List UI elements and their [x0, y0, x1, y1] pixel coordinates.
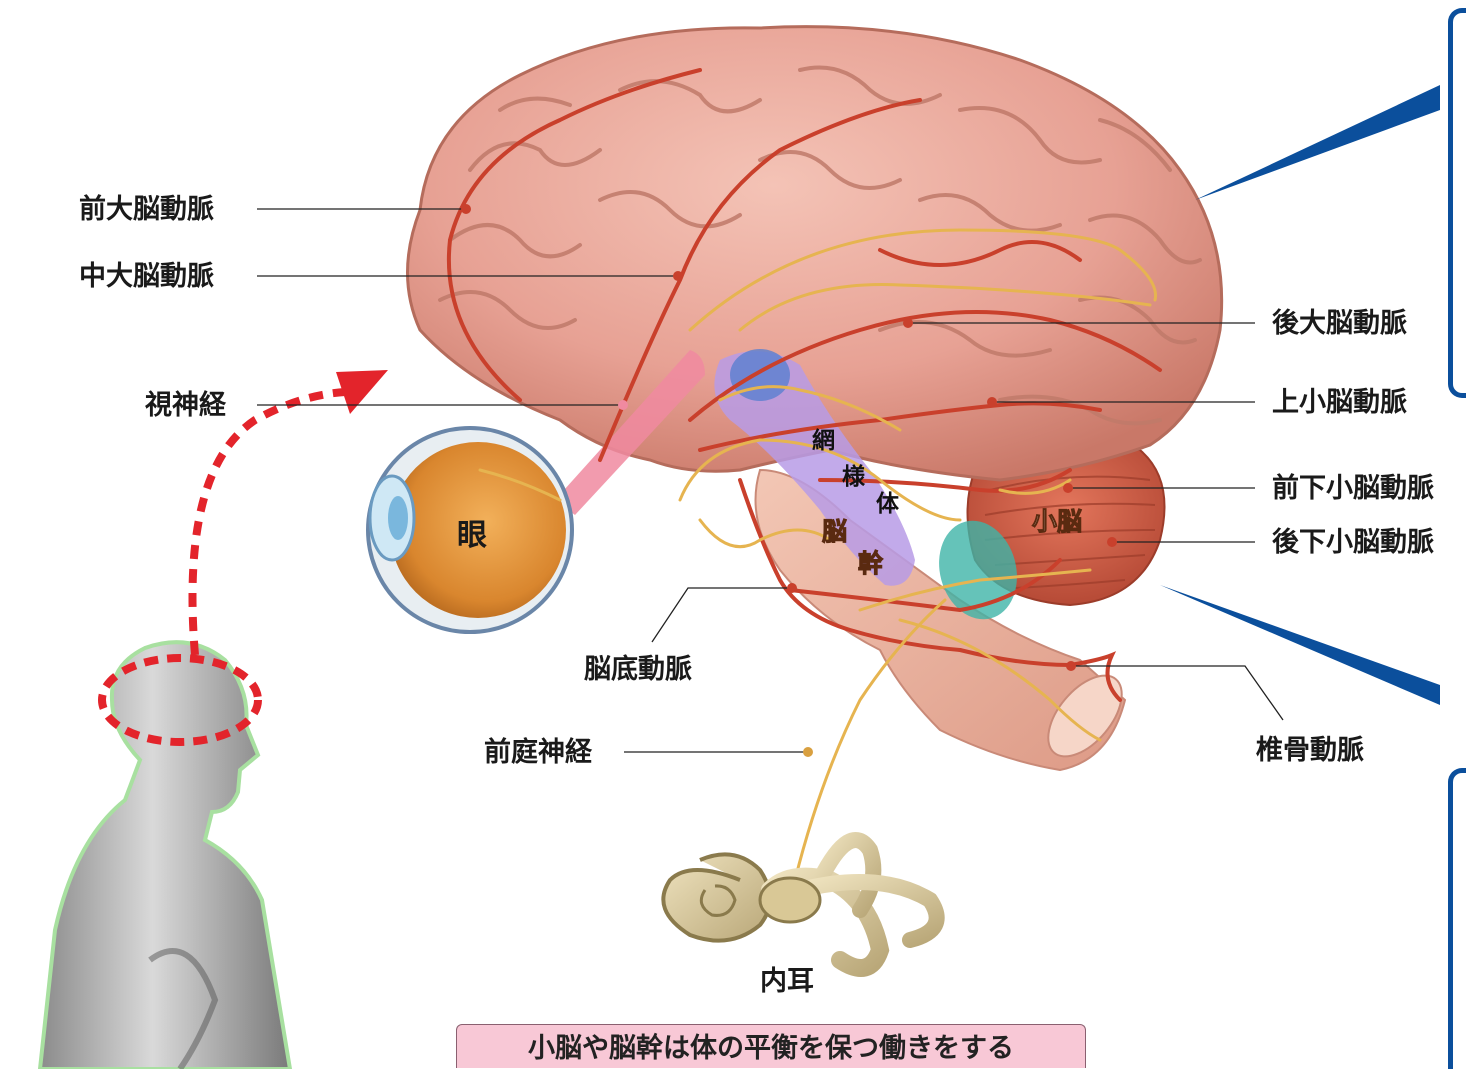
label-optic-nerve: 視神経: [145, 392, 226, 419]
label-reticular-1: 網: [812, 430, 835, 453]
right-panel-top: [1448, 8, 1466, 398]
blue-wedge-top: [1195, 85, 1440, 200]
label-brainstem-1: 脳: [822, 519, 847, 544]
label-anterior-cerebral-artery: 前大脳動脈: [79, 196, 214, 223]
label-basilar-artery: 脳底動脈: [584, 656, 692, 683]
human-figure: [40, 642, 290, 1069]
label-cerebellum: 小脳: [1032, 509, 1082, 534]
label-inner-ear: 内耳: [760, 968, 814, 995]
label-vestibular-nerve: 前庭神経: [484, 739, 592, 766]
label-middle-cerebral-artery: 中大脳動脈: [79, 263, 214, 290]
caption-box: 小脳や脳幹は体の平衡を保つ働きをする: [456, 1024, 1086, 1068]
pointer-arrow: [193, 392, 346, 655]
pointer-arrowhead: [336, 370, 388, 414]
label-superior-cerebellar-artery: 上小脳動脈: [1272, 389, 1407, 416]
label-eye: 眼: [457, 521, 487, 551]
label-reticular-2: 様: [842, 466, 865, 489]
label-posterior-cerebral-artery: 後大脳動脈: [1272, 310, 1407, 337]
label-brainstem-2: 幹: [858, 551, 883, 576]
label-anterior-inferior-cerebellar-artery: 前下小脳動脈: [1272, 475, 1434, 502]
label-reticular-3: 体: [876, 493, 899, 516]
right-panel-bottom: [1448, 768, 1466, 1069]
blue-wedge-bottom: [1160, 585, 1440, 705]
label-vertebral-artery: 椎骨動脈: [1256, 737, 1364, 764]
label-posterior-inferior-cerebellar-artery: 後下小脳動脈: [1272, 529, 1434, 556]
